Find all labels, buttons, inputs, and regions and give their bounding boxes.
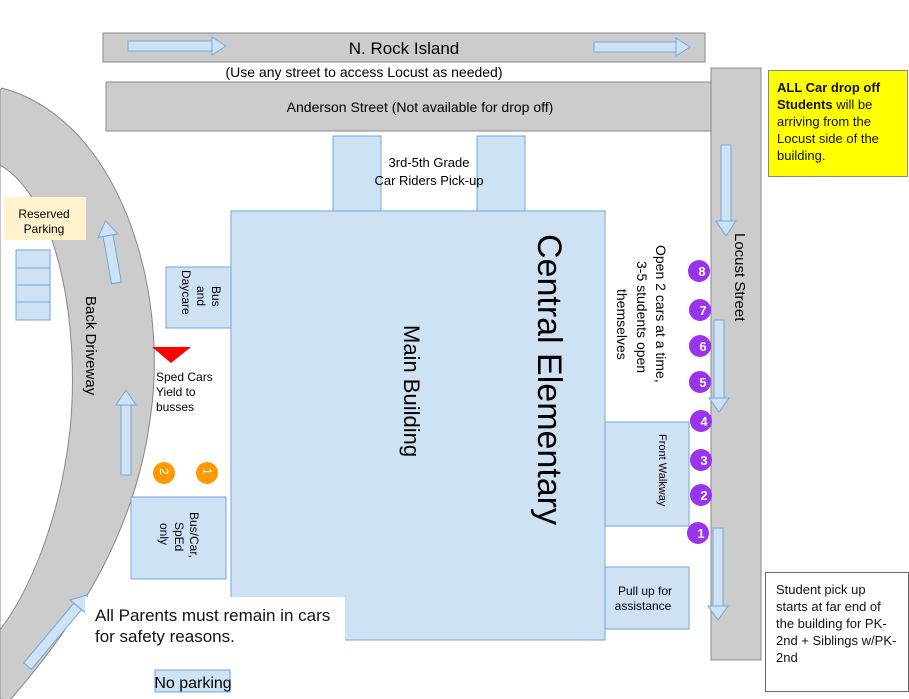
- svg-text:4: 4: [700, 414, 708, 429]
- bus-sped-label: Bus/Car, SpEd only: [157, 512, 201, 558]
- svg-text:Bus: Bus: [209, 286, 223, 307]
- svg-text:Open 2 cars at a time,: Open 2 cars at a time,: [653, 245, 669, 383]
- sped-label-1: Sped Cars: [156, 370, 213, 384]
- pickup-label-2: Car Riders Pick-up: [374, 173, 483, 188]
- drop-off-note: ALL Car drop off Students will be arrivi…: [768, 70, 908, 177]
- pickup-tower-left: [332, 135, 382, 213]
- svg-text:1: 1: [200, 468, 214, 475]
- orange-marker-2: 2: [153, 462, 175, 484]
- svg-text:only: only: [157, 523, 171, 545]
- back-driveway-label: Back Driveway: [82, 296, 99, 396]
- svg-text:7: 7: [699, 303, 706, 318]
- pull-up-box: [604, 566, 690, 630]
- rock-island-arrow-left: [127, 36, 227, 56]
- svg-text:1: 1: [697, 526, 704, 541]
- open-cars-note: Open 2 cars at a time, 3-5 students open…: [614, 245, 669, 383]
- access-note: (Use any street to access Locust as need…: [225, 64, 502, 80]
- locust-street-label: Locust Street: [731, 233, 748, 322]
- main-building-label: Main Building: [399, 325, 424, 457]
- pull-up-label-1: Pull up for: [618, 584, 672, 598]
- svg-text:Bus/Car,: Bus/Car,: [187, 512, 201, 558]
- reserved-parking-box: [4, 197, 86, 240]
- svg-text:2: 2: [700, 488, 707, 503]
- front-walkway-label: Front Walkway: [656, 434, 668, 507]
- svg-text:8: 8: [698, 264, 705, 279]
- pull-up-label-2: assistance: [615, 599, 672, 613]
- sped-label-3: busses: [156, 400, 194, 414]
- rock-island-label: N. Rock Island: [349, 39, 460, 58]
- parents-note: All Parents must remain in cars for safe…: [85, 597, 345, 657]
- anderson-street-road: [105, 81, 712, 132]
- pickup-tower-right: [476, 135, 526, 213]
- school-name: Central Elementary: [530, 234, 568, 525]
- front-walkway-box: [604, 421, 690, 527]
- no-parking-box: [154, 669, 231, 693]
- no-parking-label: No parking: [154, 675, 231, 692]
- locust-arrow-middle: [708, 319, 730, 413]
- bus-sped-box: [130, 496, 227, 580]
- driveway-arrow-bottom: [23, 594, 88, 671]
- reserved-parking-label-1: Reserved: [18, 207, 69, 221]
- svg-text:5: 5: [699, 375, 706, 390]
- pickup-note: Student pick up starts at far end of the…: [765, 572, 909, 692]
- svg-text:2: 2: [157, 468, 171, 475]
- svg-text:3: 3: [700, 453, 707, 468]
- orange-marker-1: 1: [196, 462, 218, 484]
- svg-text:SpEd: SpEd: [172, 522, 186, 551]
- drop-off-note-rest: will be arriving from the Locust side of…: [777, 97, 879, 163]
- bus-daycare-box: [165, 266, 232, 329]
- drop-off-note-bold: ALL Car drop off Students: [777, 80, 881, 112]
- locust-arrow-bottom: [707, 527, 729, 621]
- sped-label-2: Yield to: [156, 385, 196, 399]
- driveway-arrow-top: [97, 219, 122, 285]
- svg-text:3-5 students open: 3-5 students open: [634, 261, 650, 373]
- svg-text:6: 6: [699, 339, 706, 354]
- reserved-parking-label-2: Parking: [24, 222, 65, 236]
- parking-spots: [15, 249, 51, 321]
- purple-markers: 8 7 6 5 4 3 2 1: [687, 260, 712, 544]
- anderson-street-label: Anderson Street (Not available for drop …: [287, 99, 554, 115]
- sped-yield-triangle: [152, 347, 191, 363]
- locust-arrow-top: [715, 144, 737, 237]
- svg-text:themselves: themselves: [614, 289, 630, 360]
- bus-daycare-label: Bus and Daycare: [179, 270, 223, 315]
- svg-text:and: and: [194, 286, 208, 306]
- pickup-label-1: 3rd-5th Grade: [389, 155, 470, 170]
- svg-text:Daycare: Daycare: [179, 270, 193, 315]
- main-building: [230, 210, 606, 641]
- rock-island-arrow-right: [593, 37, 691, 57]
- driveway-arrow-middle: [115, 389, 137, 476]
